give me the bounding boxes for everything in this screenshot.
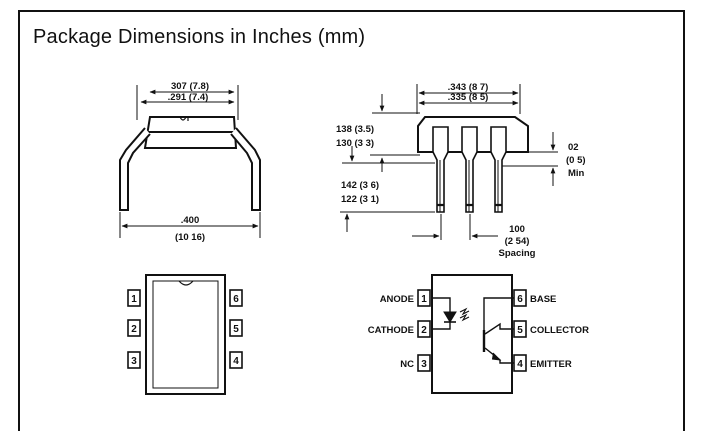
top-view-pin-3: 3 — [131, 356, 137, 367]
dim-pitch-in: 100 — [509, 224, 525, 235]
dim-pitch-mm: (2 54) — [505, 236, 530, 247]
side-view — [119, 85, 261, 238]
drawing-frame — [18, 10, 685, 431]
end-view — [340, 84, 558, 232]
dim-end-width-max: .343 (8 7) — [448, 82, 489, 93]
dim-body-height-max: 138 (3.5) — [336, 124, 374, 135]
label-collector: COLLECTOR — [530, 325, 589, 336]
top-view-pin-5: 5 — [233, 324, 239, 335]
label-base: BASE — [530, 294, 556, 305]
schematic — [417, 274, 527, 394]
dim-pitch-note: Spacing — [499, 248, 536, 259]
pitch-dimension — [412, 214, 498, 240]
label-emitter: EMITTER — [530, 359, 572, 370]
dim-lead-length-min: 122 (3 1) — [341, 194, 379, 205]
dim-top-width-min: .291 (7.4) — [168, 92, 209, 103]
schematic-pin-4: 4 — [517, 359, 523, 370]
label-anode: ANODE — [380, 294, 414, 305]
schematic-pin-3: 3 — [421, 359, 427, 370]
dim-end-width-min: .335 (8 5) — [448, 92, 489, 103]
label-cathode: CATHODE — [368, 325, 414, 336]
schematic-pin-2: 2 — [421, 325, 427, 336]
dim-body-height-min: 130 (3 3) — [336, 138, 374, 149]
dim-lead-span-in: .400 — [181, 215, 200, 226]
dim-lead-span-mm: (10 16) — [175, 232, 205, 243]
top-view-pin-6: 6 — [233, 294, 239, 305]
top-view-pin-4: 4 — [233, 356, 239, 367]
dim-standoff-mm: (0 5) — [566, 155, 586, 166]
dim-top-width-max: 307 (7.8) — [171, 81, 209, 92]
schematic-pin-6: 6 — [517, 294, 523, 305]
page-title: Package Dimensions in Inches (mm) — [33, 26, 366, 48]
top-view — [127, 274, 243, 395]
schematic-pin-1: 1 — [421, 294, 427, 305]
dim-standoff-in: 02 — [568, 142, 579, 153]
top-view-pin-1: 1 — [131, 294, 137, 305]
schematic-pin-5: 5 — [517, 325, 523, 336]
label-nc: NC — [400, 359, 414, 370]
end-view-leads — [432, 126, 507, 213]
dim-standoff-note: Min — [568, 168, 585, 179]
top-view-pin-2: 2 — [131, 324, 137, 335]
dim-lead-length-max: 142 (3 6) — [341, 180, 379, 191]
